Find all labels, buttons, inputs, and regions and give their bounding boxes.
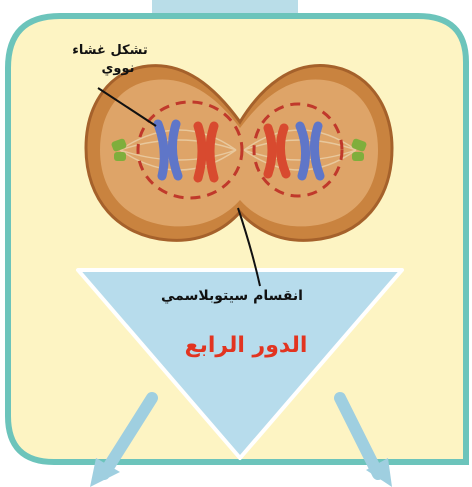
label-nuclear-membrane-line2: نووي [101, 61, 134, 76]
label-nuclear-membrane-line1: تشكل غشاء [72, 43, 147, 58]
stage-title: الدور الرابع [185, 333, 308, 358]
label-cytokinesis: انقسام سيتوبلاسمي [161, 288, 303, 304]
